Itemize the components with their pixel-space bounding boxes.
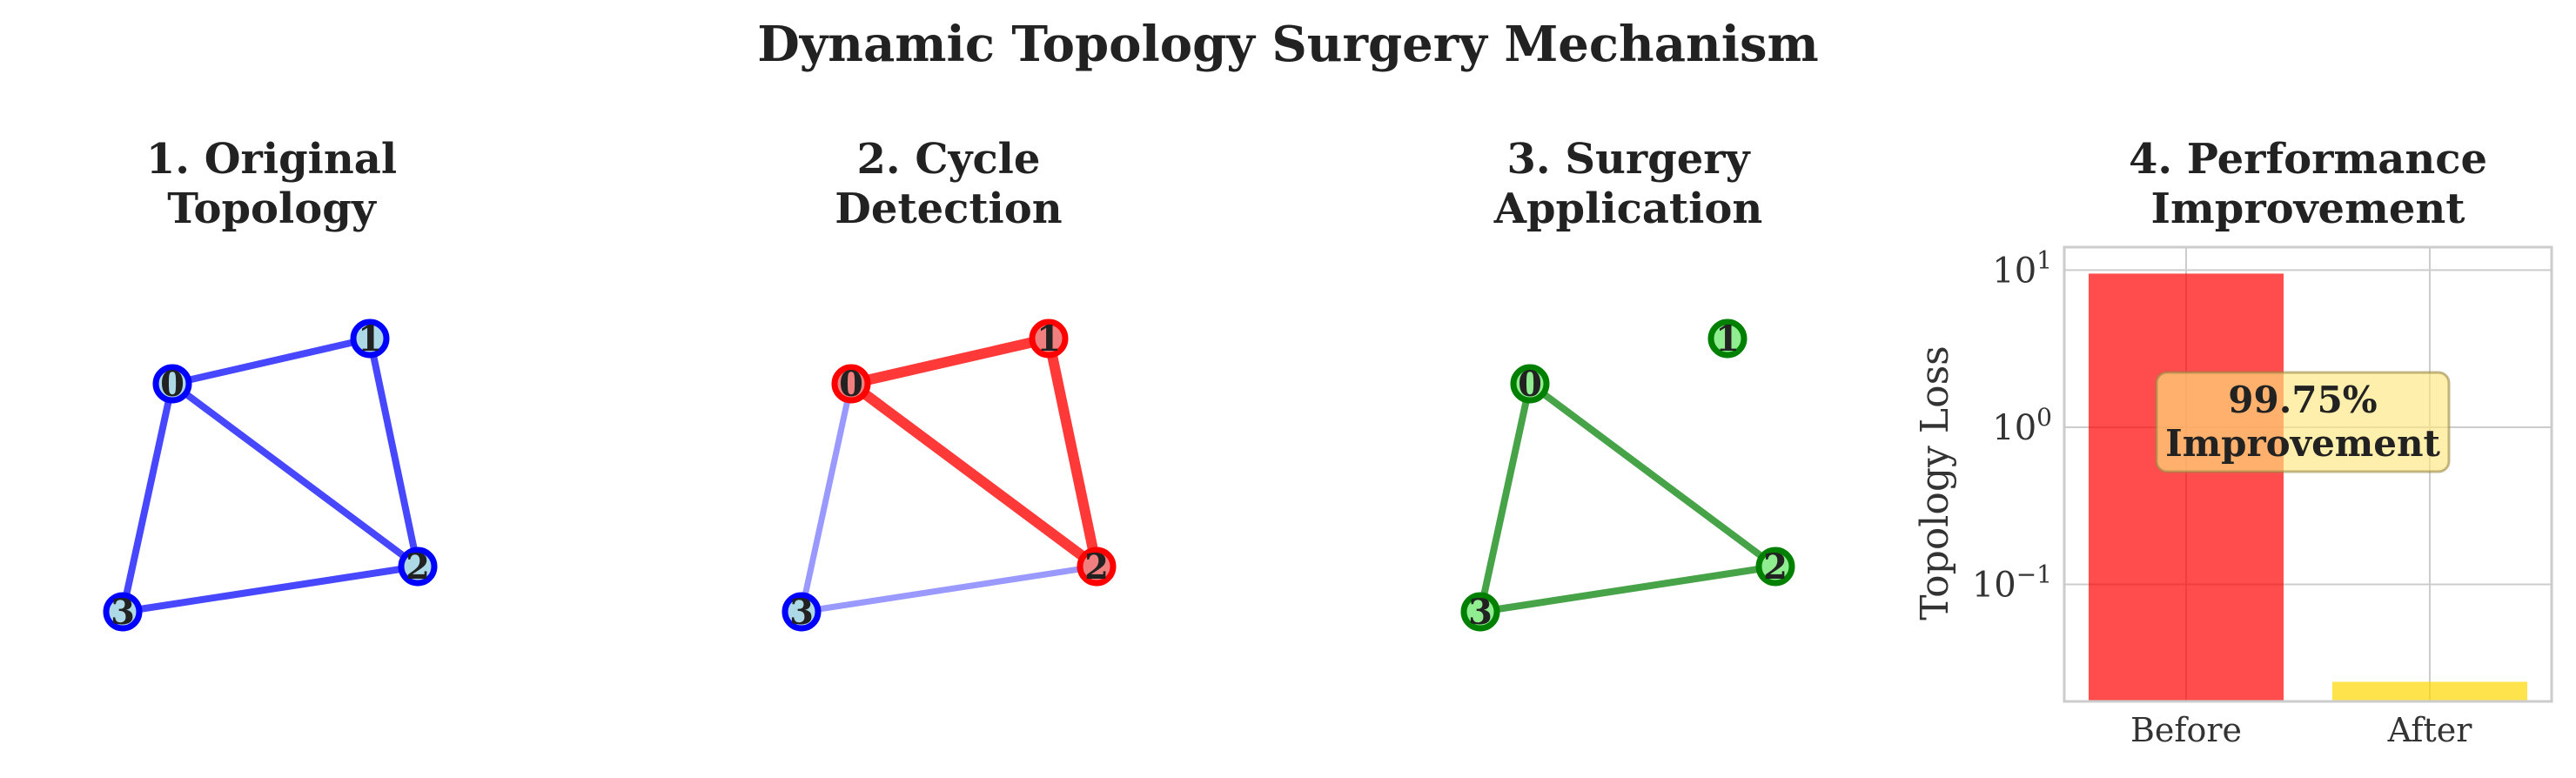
graph-node-2	[398, 547, 438, 587]
bar-after	[2332, 681, 2527, 701]
panel-title-line-2: Application	[1493, 184, 1763, 233]
graph-edge-1-2	[366, 335, 421, 570]
graph-node-1	[350, 319, 390, 359]
panel-title-line-2: Improvement	[2150, 184, 2465, 233]
panel-title-line-1: 1. Original	[145, 135, 398, 184]
graph-edge-0-3	[119, 380, 176, 615]
graph-edge-3-2	[798, 563, 1100, 615]
panel-title-line-1: 3. Surgery	[1506, 135, 1750, 184]
y-tick-label: 101	[1992, 245, 2052, 291]
graph-node-2	[1077, 547, 1117, 587]
panel-title-performance-improvement: 4. Performance Improvement	[2064, 135, 2552, 234]
graph-node-label-3: 3	[789, 592, 814, 633]
graph-node-label-1: 1	[1715, 319, 1740, 359]
graph-panel-2: 0 1 2 3	[782, 319, 1117, 633]
graph-panel-1: 0 1 2 3	[103, 319, 438, 633]
graph-node-label-0: 0	[1518, 364, 1542, 405]
x-tick-label: Before	[2130, 711, 2242, 749]
graph-node-1	[1707, 319, 1748, 359]
graph-edge-1-2	[1043, 333, 1102, 572]
graph-edge-0-1	[169, 335, 373, 387]
panel-title-original-topology: 1. Original Topology	[28, 135, 515, 234]
panel-title-cycle-detection: 2. Cycle Detection	[705, 135, 1192, 234]
panel-title-surgery-application: 3. Surgery Application	[1385, 135, 1872, 234]
graph-node-3	[103, 592, 143, 632]
graph-node-1	[1029, 319, 1069, 359]
plot-frame	[2063, 245, 2553, 703]
improvement-annotation-text: Improvement	[2165, 422, 2440, 465]
graph-edge-0-3	[798, 380, 855, 615]
panel-title-line-1: 4. Performance	[2129, 135, 2487, 184]
graph-node-label-3: 3	[1468, 592, 1493, 633]
graph-node-label-1: 1	[1036, 319, 1061, 359]
graph-node-3	[782, 592, 822, 632]
panel-title-line-2: Topology	[167, 184, 376, 233]
x-tick-label: After	[2387, 711, 2473, 749]
graph-node-label-0: 0	[160, 364, 184, 405]
panel-title-line-2: Detection	[835, 184, 1063, 233]
y-tick-label: 10−1	[1972, 560, 2052, 606]
graph-edge-0-3	[1477, 380, 1533, 615]
y-axis-label: Topology Loss	[1913, 345, 1957, 620]
graph-node-label-3: 3	[111, 592, 135, 633]
graph-edge-0-2	[169, 380, 421, 570]
graph-node-3	[1460, 592, 1500, 632]
graph-node-0	[1510, 364, 1550, 404]
improvement-annotation-text: 99.75%	[2228, 379, 2377, 421]
graph-node-0	[152, 364, 192, 404]
graph-edge-0-1	[846, 333, 1054, 389]
graph-edge-0-2	[1526, 380, 1779, 570]
graph-edge-0-2	[846, 379, 1102, 572]
improvement-annotation-box	[2155, 371, 2451, 473]
graph-node-label-1: 1	[358, 319, 382, 359]
graph-panel-3: 0 1 2 3	[1460, 319, 1795, 633]
bar-before	[2089, 273, 2284, 701]
graph-node-label-2: 2	[406, 547, 430, 587]
graph-edge-3-2	[119, 563, 421, 615]
graph-edge-3-2	[1477, 563, 1779, 615]
graph-node-label-0: 0	[839, 364, 863, 405]
panel-title-line-1: 2. Cycle	[856, 135, 1041, 184]
graph-node-label-2: 2	[1763, 547, 1788, 587]
graph-node-label-2: 2	[1084, 547, 1109, 587]
y-tick-label: 100	[1992, 403, 2052, 448]
figure-title: Dynamic Topology Surgery Mechanism	[757, 16, 1819, 73]
graph-node-0	[831, 364, 871, 404]
graph-node-2	[1755, 547, 1795, 587]
